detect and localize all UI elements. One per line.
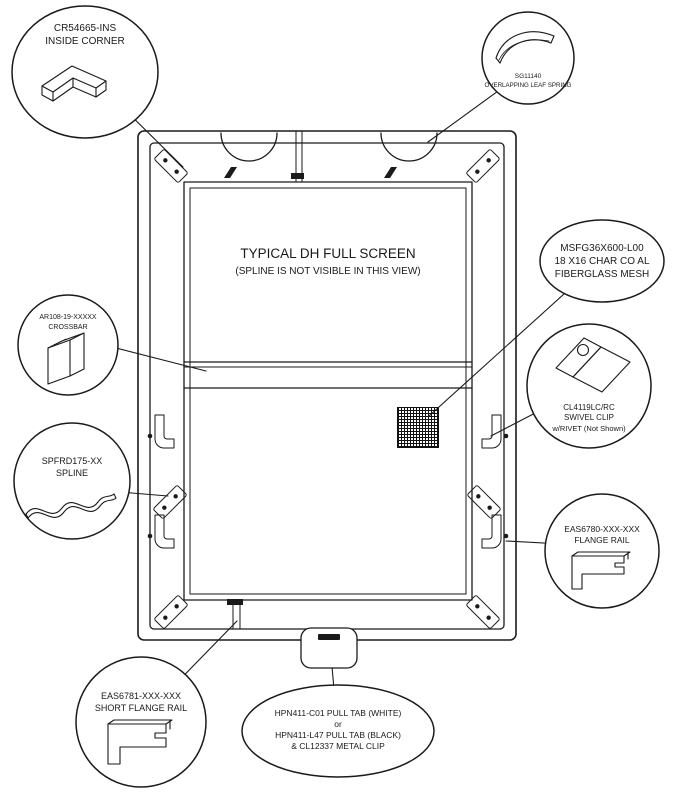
callout-bubbles	[11, 5, 665, 788]
corner-bracket-top-right	[466, 149, 500, 183]
rivet-dot	[503, 433, 509, 439]
bubble-spline	[13, 422, 131, 540]
leaf-spring-left	[220, 132, 278, 162]
pull-tab-line4: & CL12337 METAL CLIP	[291, 741, 385, 751]
frame-outer-edge	[137, 130, 517, 641]
short-flange-rail-sketch	[107, 719, 173, 765]
flange-rail-sketch	[571, 551, 631, 590]
flange-rail-part-number: EAS6780-XXX-XXX	[564, 524, 640, 534]
mesh-spec: 18 X16 CHAR CO AL	[554, 256, 649, 267]
crossbar-sketch	[47, 332, 85, 385]
pull-tab-slot	[318, 634, 340, 640]
crossbar-name: CROSSBAR	[48, 324, 87, 331]
mesh-part-number: MSFG36X600-L00	[560, 243, 644, 254]
bubble-swivel-clip	[526, 323, 652, 449]
pull-tab-line2: or	[334, 719, 342, 729]
bubble-flange-rail	[544, 493, 660, 609]
inside-corner-sketch	[41, 65, 107, 102]
leaf-spring-name: OVERLAPPING LEAF SPRING	[485, 82, 572, 89]
opening-outer-line	[183, 181, 473, 601]
swivel-clip-mid-left	[154, 414, 175, 449]
bubble-short-flange-rail	[75, 656, 207, 788]
corner-bracket-mid-right	[467, 485, 501, 519]
flange-rail-name: FLANGE RAIL	[574, 535, 630, 545]
swivel-clip-low-right	[481, 514, 502, 549]
corner-brackets	[153, 149, 501, 629]
leaf-spring-part-number: SG11140	[515, 73, 542, 80]
pull-tab-body	[300, 627, 358, 669]
spline-sketch	[25, 493, 117, 519]
mesh-name: FIBERGLASS MESH	[555, 269, 649, 280]
crossbar-part-number: AR108-19-XXXXX	[39, 314, 97, 321]
rivet-dot	[503, 533, 509, 539]
inside-corner-name: INSIDE CORNER	[45, 36, 124, 47]
leaf-spring-sketch	[495, 31, 555, 64]
rivet-dot	[147, 533, 153, 539]
corner-bracket-bottom-left	[154, 595, 188, 629]
leaf-springs	[220, 132, 438, 178]
screen-frame	[137, 130, 517, 641]
swivel-clip-note: w/RIVET (Not Shown)	[551, 424, 626, 433]
diagram-title: TYPICAL DH FULL SCREEN	[240, 246, 415, 261]
swivel-clip-name: SWIVEL CLIP	[564, 413, 614, 422]
swivel-clip-part-number: CL4119LC/RC	[563, 403, 615, 412]
fiberglass-mesh-swatch	[397, 407, 439, 448]
leader-line	[428, 274, 586, 417]
leaf-spring-right	[380, 132, 438, 162]
crossbar-lines	[183, 361, 473, 389]
rivet-dot	[147, 433, 153, 439]
corner-bracket-bottom-right	[466, 595, 500, 629]
diagram-subtitle: (SPLINE IS NOT VISIBLE IN THIS VIEW)	[235, 266, 420, 277]
spring-retainer-left	[224, 167, 237, 178]
swivel-clip-low-left	[154, 514, 175, 549]
frame-swivel-clips	[147, 414, 509, 549]
swivel-clip-mid-right	[481, 414, 502, 449]
short-flange-rail-name: SHORT FLANGE RAIL	[95, 703, 187, 713]
top-center-clip	[291, 173, 304, 179]
frame-inner-edge	[149, 142, 505, 630]
opening-inner-line	[189, 187, 467, 595]
spring-retainer-right	[384, 167, 397, 178]
inside-corner-part-number: CR54665-INS	[54, 23, 117, 34]
corner-bracket-top-left	[154, 149, 188, 183]
short-flange-rail-location	[227, 599, 243, 630]
spline-name: SPLINE	[56, 468, 88, 478]
bubble-crossbar	[17, 294, 119, 396]
pull-tab-line1: HPN411-C01 PULL TAB (WHITE)	[275, 708, 402, 718]
bubble-fiberglass-mesh	[539, 219, 665, 303]
corner-bracket-mid-left	[153, 485, 187, 519]
pull-tab-line3: HPN411-L47 PULL TAB (BLACK)	[275, 730, 401, 740]
pull-tab-part	[300, 627, 358, 669]
part-sketches	[25, 31, 631, 765]
short-flange-rail-part-number: EAS6781-XXX-XXX	[101, 691, 181, 701]
swivel-clip-sketch	[555, 337, 631, 393]
bubble-pull-tab	[241, 684, 435, 778]
spline-part-number: SPFRD175-XX	[42, 456, 103, 466]
